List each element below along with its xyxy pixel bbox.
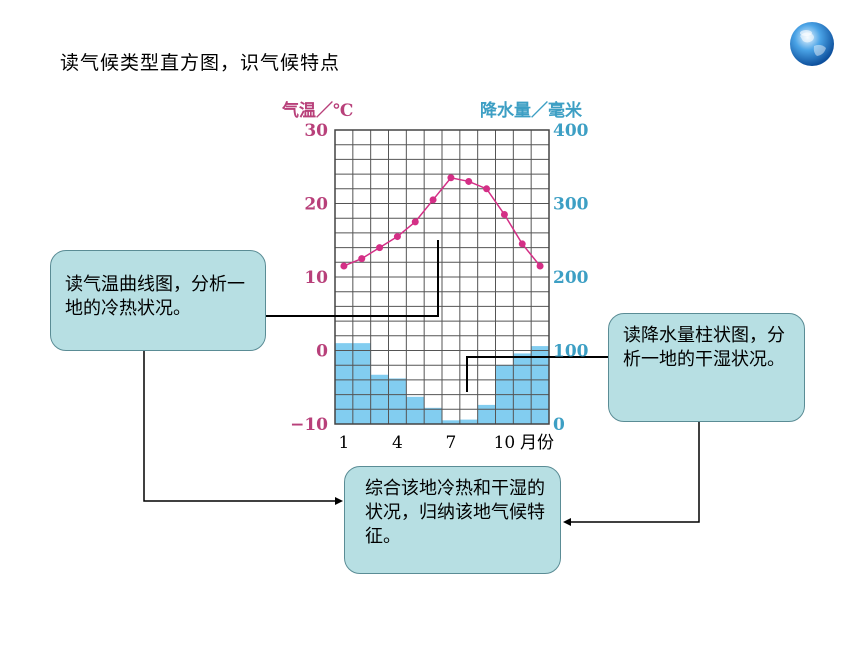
temp-tick-label: 20: [304, 195, 328, 215]
temp-tick-label: 0: [316, 342, 328, 362]
connector-precip: [466, 356, 608, 392]
precip-tick-label: 200: [553, 268, 589, 288]
arrow-head-right: [563, 518, 571, 526]
temp-tick-label: 10: [304, 268, 328, 288]
temperature-point: [358, 255, 366, 263]
temperature-point: [536, 262, 544, 270]
x-tick-label: 4: [392, 433, 403, 453]
temperature-point: [429, 196, 437, 204]
x-axis-unit: 月份: [520, 433, 554, 453]
precipitation-note: 读降水量柱状图，分析一地的干湿状况。: [608, 313, 805, 422]
precip-bar: [406, 396, 425, 424]
temp-tick-label: −10: [290, 415, 328, 435]
precip-bar: [513, 353, 532, 424]
temp-axis-title: 气温／℃: [281, 100, 353, 121]
temperature-point: [340, 262, 348, 270]
x-tick-label: 7: [446, 433, 457, 453]
connector-precip-summary: [568, 422, 700, 523]
plot-frame: [334, 129, 550, 425]
x-tick-label: 10: [494, 433, 516, 453]
connector-temp: [258, 240, 439, 317]
precip-bar: [335, 343, 353, 424]
precip-bar: [442, 420, 460, 424]
connector-temp-summary: [143, 351, 338, 502]
temp-tick-label: 30: [304, 121, 328, 141]
temperature-note: 读气温曲线图，分析一地的冷热状况。: [50, 250, 266, 351]
precip-bar: [424, 407, 442, 424]
precip-tick-label: 400: [553, 121, 589, 141]
page-title: 读气候类型直方图，识气候特点: [60, 52, 341, 74]
globe-icon: [790, 22, 834, 66]
x-tick-label: 1: [339, 433, 350, 453]
temperature-point: [411, 218, 419, 226]
precip-tick-label: 0: [553, 415, 565, 435]
precip-bar: [388, 378, 407, 424]
precip-bar: [459, 419, 478, 424]
precip-bar: [370, 374, 389, 424]
precip-tick-label: 100: [553, 342, 589, 362]
temperature-point: [483, 185, 491, 193]
temperature-point: [376, 244, 384, 252]
temperature-point: [393, 233, 401, 241]
summary-note: 综合该地冷热和干湿的状况，归纳该地气候特征。: [344, 466, 561, 574]
precip-bar: [477, 404, 496, 424]
precip-axis-title: 降水量／毫米: [480, 100, 583, 121]
precip-tick-label: 300: [553, 195, 589, 215]
temperature-point: [465, 177, 473, 185]
precip-bar: [352, 343, 371, 424]
arrow-head-left: [335, 497, 343, 505]
temperature-point: [518, 240, 526, 248]
temperature-point: [447, 174, 455, 182]
temperature-point: [500, 211, 508, 219]
